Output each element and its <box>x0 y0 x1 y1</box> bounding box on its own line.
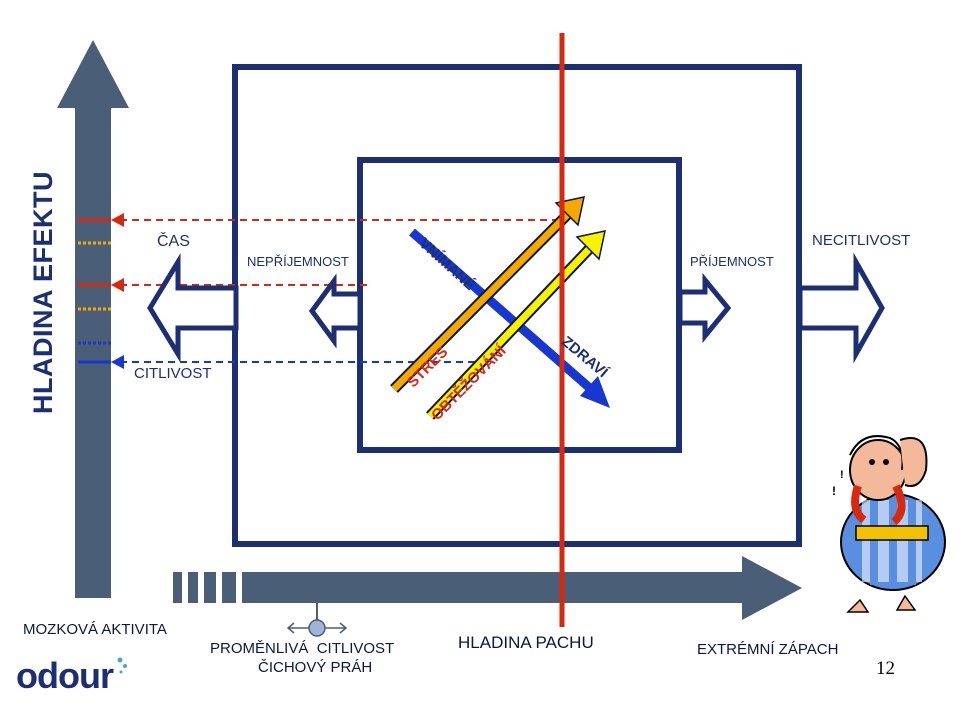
orange-diagonal-arrow <box>390 196 585 393</box>
neprijemnost-label: NEPŘÍJEMNOST <box>247 254 349 269</box>
odour-logo-text: odour <box>16 655 114 696</box>
cichovy-prah-label: ČICHOVÝ PRÁH <box>258 659 373 676</box>
page-number: 12 <box>876 658 895 679</box>
svg-text:!: ! <box>832 484 836 498</box>
axis-ticks <box>78 218 111 364</box>
y-axis-arrow <box>57 40 129 598</box>
prijemnost-label: PŘÍJEMNOST <box>690 254 774 269</box>
x-axis-arrow <box>173 556 802 620</box>
mozkova-aktivita-label: MOZKOVÁ AKTIVITA <box>23 621 167 638</box>
slider-icon <box>286 603 348 637</box>
cartoon-character: ! ! <box>832 435 946 613</box>
svg-text:!: ! <box>840 469 844 481</box>
hladina-pachu-label: HLADINA PACHU <box>458 633 594 652</box>
yellow-diagonal-arrow <box>426 230 606 420</box>
necitlivost-label: NECITLIVOST <box>812 232 911 249</box>
extremni-zapach-label: EXTRÉMNÍ ZÁPACH <box>697 641 839 658</box>
left-hollow-arrows <box>147 253 363 363</box>
cas-label: ČAS <box>157 233 190 250</box>
citlivost-label: CITLIVOST <box>134 365 212 382</box>
inner-frame <box>357 157 682 453</box>
y-axis-label: HLADINA EFEKTU <box>28 171 58 414</box>
promenliva-citlivost-label: PROMĚNLIVÁ CITLIVOST <box>210 640 395 657</box>
right-hollow-arrows <box>677 252 885 364</box>
odour-logo <box>117 657 127 674</box>
